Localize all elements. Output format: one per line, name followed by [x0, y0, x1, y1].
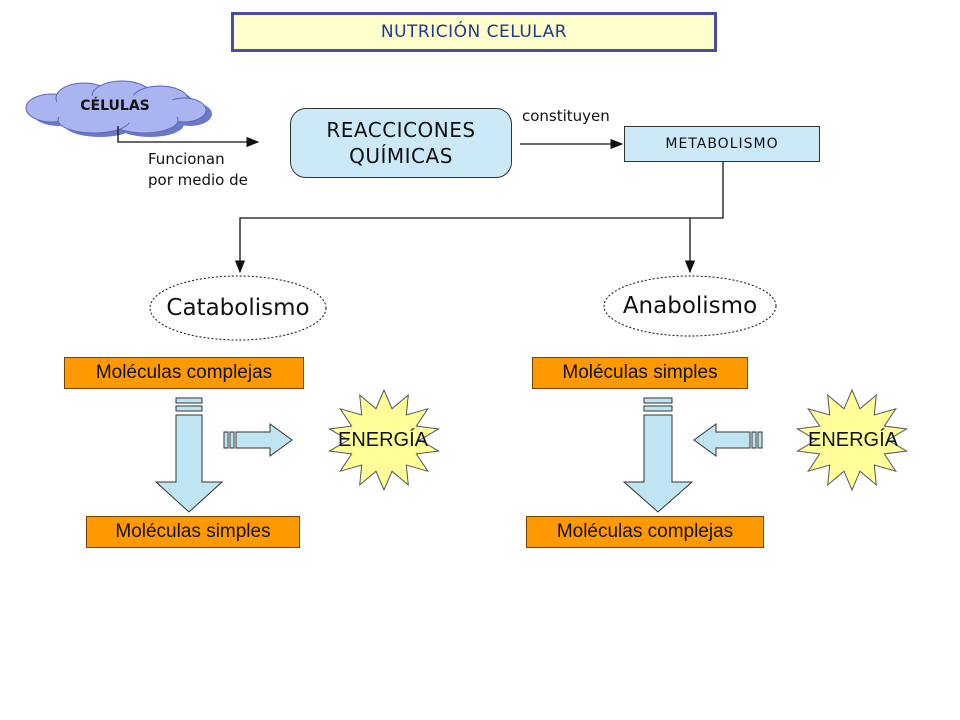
metabolism-box: METABOLISMO: [624, 126, 820, 162]
catabolism-energy-arrow: [223, 423, 293, 457]
cells-to-reactions-arrow: [117, 126, 260, 148]
function-label: Funcionan por medio de: [148, 149, 248, 191]
catabolism-complex-molecules: Moléculas complejas: [64, 357, 304, 389]
page-title: NUTRICIÓN CELULAR: [231, 12, 717, 52]
catabolism-energy-label: ENERGÍA: [337, 428, 429, 451]
anabolism-complex-molecules: Moléculas complejas: [526, 516, 764, 548]
anabolism-energy-arrow: [693, 423, 763, 457]
anabolism-energy-starburst: [795, 388, 909, 492]
reactions-line1: REACCICONES: [326, 118, 476, 142]
function-label-line2: por medio de: [148, 171, 248, 189]
catabolism-simple-molecules: Moléculas simples: [86, 516, 300, 548]
function-label-line1: Funcionan: [148, 150, 225, 168]
anabolism-ellipse: [603, 275, 777, 337]
catabolism-energy-starburst: [327, 388, 441, 492]
catabolism-down-arrow: [154, 397, 224, 513]
anabolism-simple-molecules: Moléculas simples: [532, 357, 748, 389]
cells-cloud: [25, 80, 212, 137]
constitute-label: constituyen: [522, 107, 610, 125]
cells-label: CÉLULAS: [80, 98, 150, 114]
metabolism-branch-lines: [234, 160, 724, 274]
chemical-reactions-box: REACCICONES QUÍMICAS: [290, 108, 512, 178]
anabolism-energy-label: ENERGÍA: [807, 428, 899, 451]
anabolism-title: Anabolismo: [622, 293, 758, 319]
anabolism-down-arrow: [622, 397, 694, 513]
catabolism-title: Catabolismo: [166, 295, 310, 321]
reactions-line2: QUÍMICAS: [349, 144, 453, 168]
catabolism-ellipse: [149, 275, 327, 341]
